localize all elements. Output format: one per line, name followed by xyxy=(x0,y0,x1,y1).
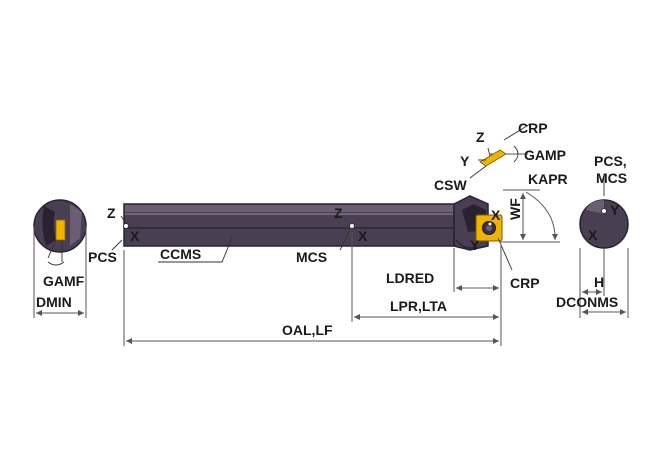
x-right-label: X xyxy=(588,227,598,243)
crp-bottom-label: CRP xyxy=(510,275,540,291)
crp-bottom-leader xyxy=(497,237,513,271)
csw-label: CSW xyxy=(434,177,467,193)
left-end-view: GAMF DMIN xyxy=(33,199,87,318)
pcs-right-label: PCS, xyxy=(594,153,627,169)
mcs-right-label: MCS xyxy=(596,170,627,186)
pcs-left-label: PCS xyxy=(88,249,117,265)
h-arrows xyxy=(582,289,602,295)
gamf-guide-1 xyxy=(47,239,57,259)
kapr-arc xyxy=(525,191,556,241)
oal-label: OAL,LF xyxy=(282,322,333,338)
h-label: H xyxy=(594,274,604,290)
pcs-axis-marker: Z X PCS xyxy=(88,205,140,265)
left-bevel xyxy=(70,204,82,246)
right-end-view: PCS, MCS Y X H DCONMS xyxy=(556,153,629,318)
head-curve xyxy=(455,239,479,249)
pcs-z-arrow xyxy=(120,215,127,224)
z-left-label: Z xyxy=(107,205,116,221)
lpr-label: LPR,LTA xyxy=(390,298,447,314)
gamp-arc xyxy=(513,145,519,163)
head-axis-labels: X Y CRP xyxy=(470,207,540,291)
gamf-arc xyxy=(47,261,65,266)
detail-diag xyxy=(503,123,531,141)
ldred-label: LDRED xyxy=(386,270,434,286)
insert-detail: Z Y CRP GAMP CSW xyxy=(434,120,566,193)
insert-screw-center xyxy=(486,225,492,231)
y-tip-label: Y xyxy=(460,153,470,169)
x-mid-label: X xyxy=(358,228,368,244)
csw-leader xyxy=(469,165,487,179)
gamf-label: GAMF xyxy=(43,273,85,289)
detail-insert xyxy=(479,149,507,167)
kapr-arrow xyxy=(552,234,558,240)
pcs-leader xyxy=(111,239,123,251)
left-insert xyxy=(55,219,66,241)
z-mid-label: Z xyxy=(334,205,343,221)
left-flat-shadow xyxy=(42,206,56,246)
y-right-label: Y xyxy=(610,202,620,218)
x-head-label: X xyxy=(491,207,501,223)
pcs-origin-dot xyxy=(123,223,129,229)
dmin-label: DMIN xyxy=(36,294,72,310)
y-head-label: Y xyxy=(470,237,480,253)
crp-top-label: CRP xyxy=(518,120,548,136)
z-tip-label: Z xyxy=(476,129,485,145)
detail-z-arrow xyxy=(487,147,491,157)
mcs-leader xyxy=(339,229,351,251)
ccms-marker: CCMS xyxy=(158,237,233,263)
wf-label: WF xyxy=(507,198,523,220)
kapr-angle: KAPR xyxy=(500,171,568,243)
right-bevel xyxy=(586,200,604,214)
dconms-label: DCONMS xyxy=(556,294,618,310)
ccms-leader xyxy=(158,237,233,263)
gamp-label: GAMP xyxy=(524,147,566,163)
crp-dot xyxy=(487,221,493,227)
x-left-label: X xyxy=(130,228,140,244)
ccms-label: CCMS xyxy=(160,246,201,262)
mcs-mid-label: MCS xyxy=(296,249,327,265)
dmin-arrows xyxy=(36,310,84,316)
right-origin-dot xyxy=(601,208,607,214)
kapr-label: KAPR xyxy=(528,171,568,187)
main-shank xyxy=(123,195,503,251)
mcs-origin-dot xyxy=(349,223,355,229)
mcs-axis-marker: Z X MCS xyxy=(296,205,368,265)
length-dimensions: LDRED LPR,LTA OAL,LF xyxy=(123,232,502,346)
shank-top-face xyxy=(124,204,454,212)
